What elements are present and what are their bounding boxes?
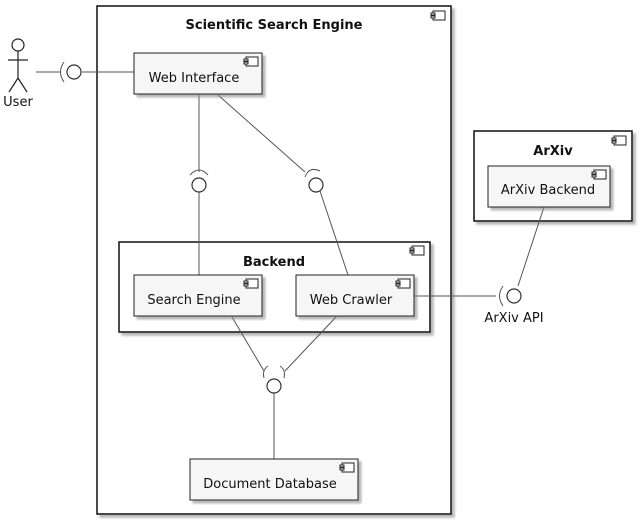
arxiv-api-label: ArXiv API bbox=[484, 311, 543, 326]
web-interface-lollipop bbox=[66, 64, 82, 80]
connections bbox=[36, 71, 545, 459]
arxiv-title: ArXiv bbox=[533, 144, 573, 159]
arxiv-api-socket bbox=[499, 285, 504, 307]
search-socket bbox=[189, 169, 209, 176]
component-icon bbox=[409, 245, 425, 256]
component-icon bbox=[339, 462, 355, 473]
document-db-lollipop bbox=[266, 378, 282, 394]
component-web-interface[interactable]: Web Interface bbox=[133, 52, 263, 95]
crawler-socket bbox=[304, 169, 321, 178]
document-database-label: Document Database bbox=[203, 477, 337, 492]
db-socket-left bbox=[263, 365, 269, 379]
stick-figure-icon bbox=[8, 38, 28, 93]
component-icon bbox=[243, 56, 259, 67]
arxiv-backend-label: ArXiv Backend bbox=[501, 183, 595, 198]
web-crawler-provided-link bbox=[319, 190, 349, 276]
component-document-database[interactable]: Document Database bbox=[189, 458, 359, 501]
user-socket bbox=[60, 61, 65, 83]
web-crawler-lollipop bbox=[308, 177, 324, 193]
component-icon bbox=[591, 169, 607, 180]
search-engine-label: Search Engine bbox=[147, 293, 240, 308]
crawler-to-db-link bbox=[284, 316, 337, 372]
arxiv-backend-provided-link bbox=[517, 206, 545, 287]
backend-title: Backend bbox=[243, 255, 305, 270]
actor-user[interactable]: User bbox=[3, 38, 33, 110]
interfaces bbox=[60, 61, 522, 394]
component-icon bbox=[395, 278, 411, 289]
web-interface-to-crawler-link bbox=[217, 94, 306, 173]
user-label: User bbox=[3, 95, 33, 110]
component-web-crawler[interactable]: Web Crawler bbox=[295, 274, 415, 317]
component-icon bbox=[430, 10, 446, 21]
web-interface-label: Web Interface bbox=[149, 71, 240, 86]
component-icon bbox=[611, 135, 627, 146]
web-crawler-label: Web Crawler bbox=[310, 293, 393, 308]
search-to-db-link bbox=[231, 316, 265, 372]
search-engine-lollipop bbox=[191, 177, 207, 193]
engine-title: Scientific Search Engine bbox=[186, 18, 363, 33]
arxiv-api-lollipop bbox=[506, 288, 522, 304]
component-search-engine[interactable]: Search Engine bbox=[133, 274, 263, 317]
component-icon bbox=[243, 278, 259, 289]
db-socket-right bbox=[279, 365, 285, 379]
component-arxiv-backend[interactable]: ArXiv Backend bbox=[487, 165, 611, 208]
